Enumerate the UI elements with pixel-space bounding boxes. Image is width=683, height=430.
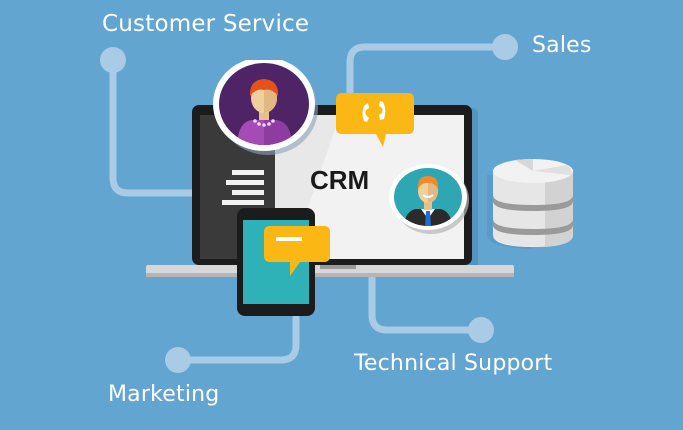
database-icon [487,159,573,249]
node-label-marketing: Marketing [108,382,220,407]
crm-title: CRM [310,165,370,195]
male-agent-avatar-icon [389,164,469,234]
menu-lines-icon [222,170,264,205]
message-chat-bubble-icon [264,226,330,276]
female-agent-avatar-icon [213,60,318,155]
phone-chat-bubble-icon [336,93,414,147]
node-label-technical-support: Technical Support [354,351,553,376]
node-label-sales: Sales [532,33,592,58]
node-label-customer-service: Customer Service [102,11,310,37]
